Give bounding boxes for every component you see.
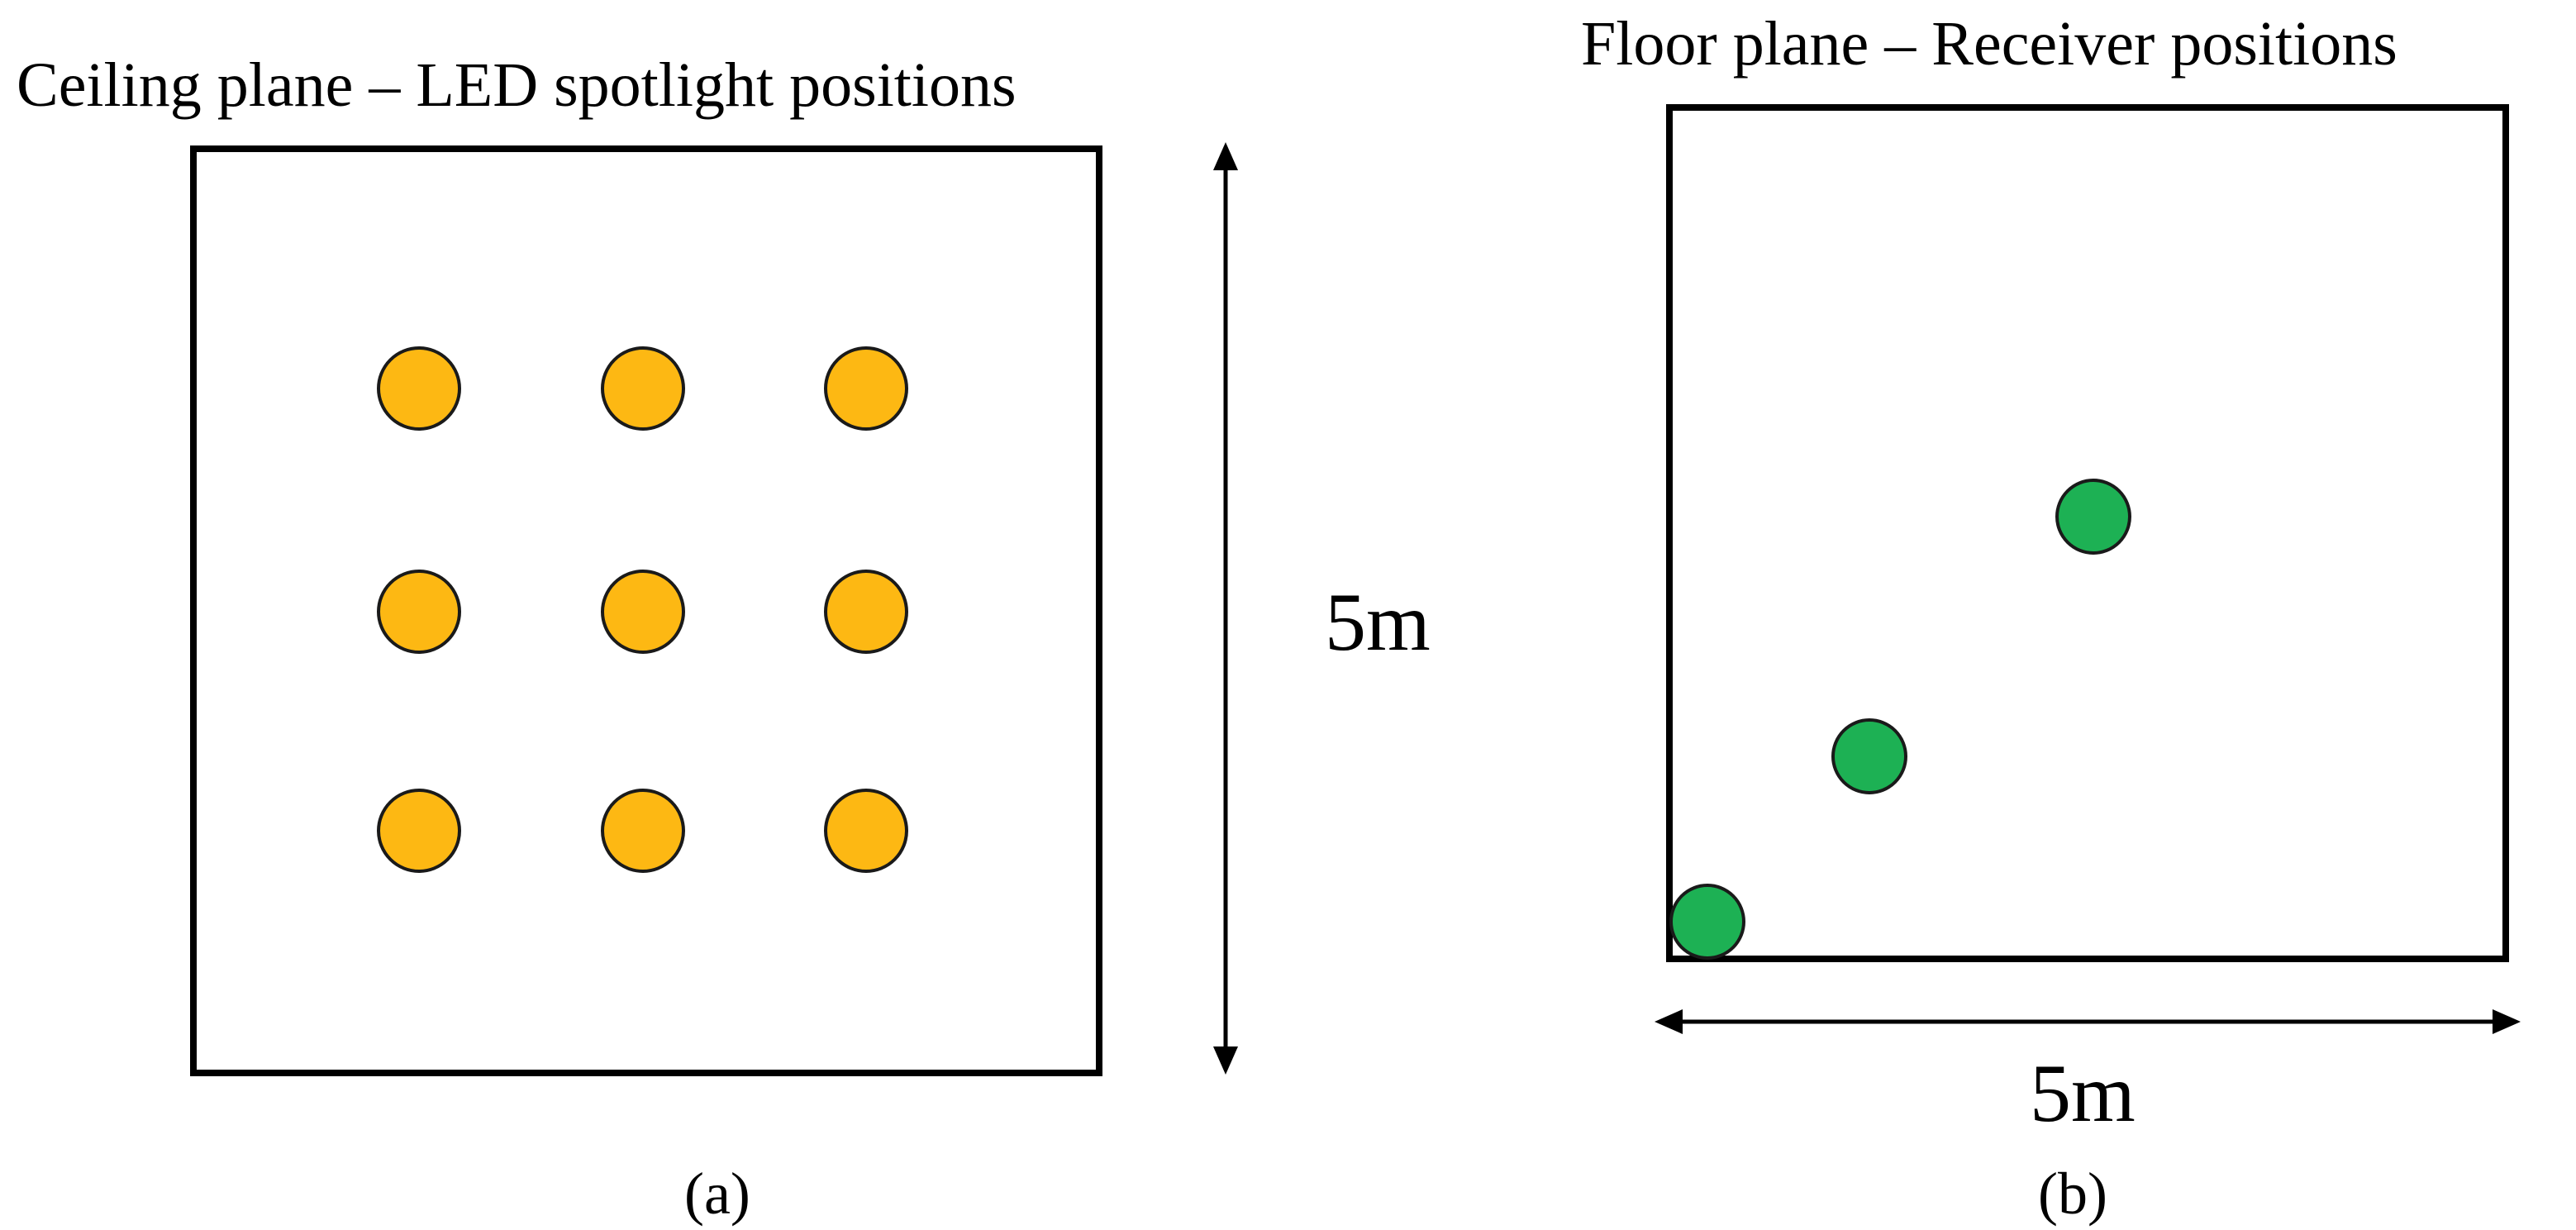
led-spotlight-8 <box>601 789 685 873</box>
panel-a: Ceiling plane – LED spotlight positions … <box>17 50 1431 1227</box>
arrow-head-top <box>1213 142 1238 170</box>
width-dimension-arrow <box>1655 1009 2521 1034</box>
receiver-1 <box>1669 884 1745 960</box>
led-spotlight-5 <box>601 570 685 654</box>
panel-b-dimension-label: 5m <box>2030 1047 2136 1139</box>
led-spotlight-3 <box>824 346 908 431</box>
receiver-2 <box>1831 718 1907 794</box>
ceiling-plane-frame <box>190 145 1102 1076</box>
led-spotlight-2 <box>601 346 685 431</box>
led-spotlight-6 <box>824 570 908 654</box>
panel-a-title: Ceiling plane – LED spotlight positions <box>17 50 1017 120</box>
arrow-head-left <box>1655 1009 1683 1034</box>
led-spotlight-grid <box>377 346 908 873</box>
panel-b-title: Floor plane – Receiver positions <box>1581 9 2397 79</box>
receiver-group <box>1669 479 2131 960</box>
arrow-head-right <box>2493 1009 2521 1034</box>
led-spotlight-9 <box>824 789 908 873</box>
receiver-3 <box>2055 479 2131 555</box>
panel-b-sublabel: (b) <box>2038 1161 2107 1227</box>
floor-plane-frame <box>1666 104 2509 962</box>
height-dimension-arrow <box>1213 142 1238 1075</box>
led-spotlight-4 <box>377 570 461 654</box>
panel-a-sublabel: (a) <box>684 1161 750 1227</box>
led-spotlight-7 <box>377 789 461 873</box>
panel-b: Floor plane – Receiver positions 5m (b) <box>1581 9 2521 1227</box>
arrow-head-bottom <box>1213 1046 1238 1075</box>
led-spotlight-1 <box>377 346 461 431</box>
panel-a-dimension-label: 5m <box>1325 576 1431 668</box>
